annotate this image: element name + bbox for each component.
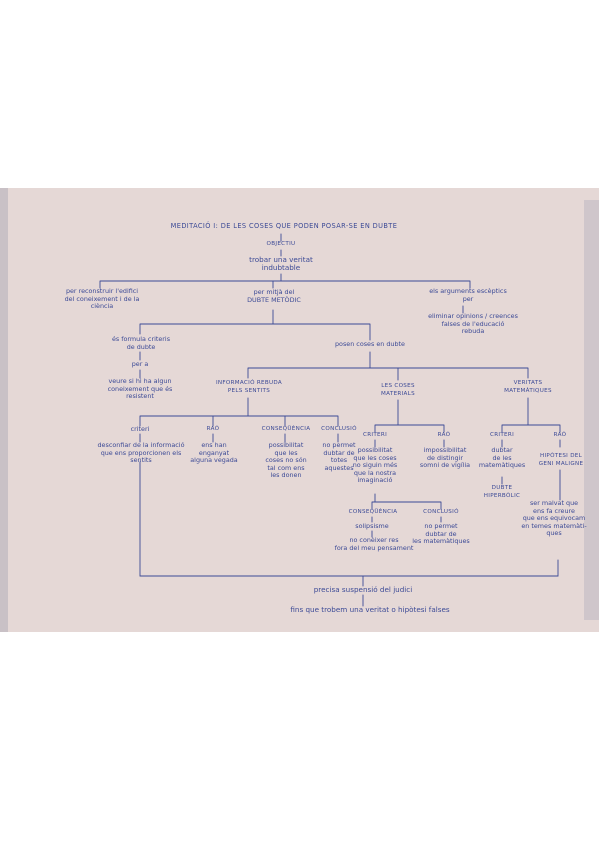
consequencia-materials-node: CONSEQÜÈNCIA [348,509,398,515]
solipsisme-node: solipsisme [355,522,389,530]
ser-malvat-node: ser malvat que ens fa creure que ens equ… [521,499,587,538]
criteri-materials-node: CRITERI [362,432,388,438]
rao-matematiques-node: RAÓ [553,432,567,438]
no-coneixer-node: no conèixer res fora del meu pensament [334,536,414,552]
desconfiar-node: desconfiar de la informació que ens prop… [97,441,185,465]
criteri-sentits-node: criteri [130,425,150,433]
objectiu-node: OBJECTIU [266,241,296,247]
fins-node: fins que trobem una veritat o hipòtesi f… [290,605,450,614]
paper-sheet [0,188,599,632]
possibilitat-materials-node: possibilitat que les coses no siguin més… [352,446,398,485]
conclusio-sentits-node: CONCLUSIÓ [321,426,357,432]
link-sentits-children [139,397,339,427]
veure-node: veure si hi ha algun coneixement que és … [107,377,173,401]
arguments-node: els arguments escèptics per [429,287,507,303]
coses-materials-node: LES COSES MATERIALS [381,383,415,397]
link-possibilitat-children [371,493,442,510]
informacio-sentits-node: INFORMACIÓ REBUDA PELS SENTITS [215,380,283,394]
trobar-node: trobar una veritat indubtable [249,255,313,272]
link-bottom-bracket [139,461,559,577]
rao-sentits-node: RAÓ [206,426,220,432]
dubte-hiperbolic-node: DUBTE HIPERBÒLIC [483,485,521,499]
link-trobar-branches [99,273,471,289]
table-edge-left [0,188,8,632]
hipotesi-geni-node: HIPÒTESI DEL GENI MALIGNE [538,453,584,467]
posen-node: posen coses en dubte [335,340,405,348]
link-posen-categories [247,351,529,381]
per-reconstruir-node: per reconstruir l'edifici del coneixemen… [64,287,140,311]
no-permet-matematiques-node: no permet dubtar de les matemàtiques [412,522,470,546]
consequencia-sentits-node: CONSEQÜÈNCIA [261,426,311,432]
eliminar-node: eliminar opinions / creences falses de l… [428,312,518,336]
link-materials-children [374,399,445,433]
per-mitja-node: per mitjà del DUBTE METÒDIC [247,288,301,304]
no-permet-node: no permet dubtar de totes aquestes [322,441,356,472]
impossibilitat-node: impossibilitat de distingir somni de vig… [419,446,471,470]
paper-edge-right [584,200,599,620]
veritats-matematiques-node: VERITATS MATEMÀTIQUES [504,380,552,394]
per-a-node: per a [131,360,149,368]
possibilitat-sentits-node: possibilitat que les coses no són tal co… [265,441,307,480]
link-veritats-children [501,397,561,433]
ens-han-node: ens han enganyat alguna vegada [190,441,238,465]
conclusio-materials-node: CONCLUSIÓ [423,509,459,515]
precisa-node: precisa suspensió del judici [313,585,413,594]
title-node: MEDITACIÓ I: DE LES COSES QUE PODEN POSA… [170,222,398,230]
rao-materials-node: RAÓ [437,432,451,438]
es-formula-node: és formula criteris de dubte [111,335,171,351]
link-dubte-criteris [139,309,371,341]
criteri-matematiques-node: CRITERI [489,432,515,438]
dubtar-node: dubtar de les matemàtiques [478,446,526,470]
